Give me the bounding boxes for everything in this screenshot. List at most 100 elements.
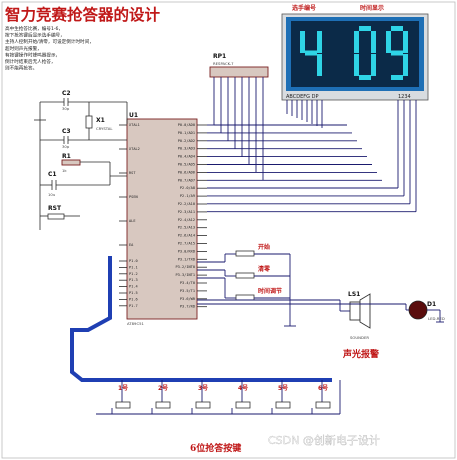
u1-pin-left: RST: [129, 171, 136, 175]
player-label: 6号: [318, 384, 328, 392]
bus-line: [70, 256, 332, 382]
seven-seg-display: ABCDEFG DP 1234: [281, 13, 429, 101]
u1-pin-right: P2.1/A9: [180, 194, 195, 198]
segment-f: [386, 31, 391, 53]
description-line: 超时则声光报警，: [5, 45, 42, 52]
c3-ref: C3: [62, 128, 71, 135]
u1-pin-left: EA: [129, 243, 134, 247]
oscillator-section: C2 30p C3 30p X1 CRYSTAL: [34, 90, 128, 160]
segment-c: [317, 54, 322, 76]
r1-ref: R1: [62, 153, 71, 160]
u1-pin-right: P3.5/T1: [180, 289, 195, 293]
segment-d: [391, 75, 403, 80]
u1-pins: XTAL1XTAL2RSTPSENALEEAP1.0P1.1P1.2P1.3P1…: [119, 123, 207, 309]
player-button: [115, 401, 131, 409]
p0-wires: [207, 77, 417, 213]
segment-e: [354, 54, 359, 76]
u1-mcu: U1 AT89C51 XTAL1XTAL2RSTPSENALEEAP1.0P1.…: [119, 112, 207, 326]
u1-pin-left: XTAL2: [129, 147, 140, 151]
u1-pin-right: P2.6/A14: [178, 234, 195, 238]
segment-b: [371, 31, 376, 53]
u1-pin-right: P0.6/AD6: [178, 170, 195, 174]
segment-f: [354, 31, 359, 53]
u1-pin-left: P1.4: [129, 285, 138, 289]
watermark: CSDN @创新电子设计: [268, 433, 380, 447]
u1-pin-left: PSEN: [129, 195, 138, 199]
c3-value: 30p: [62, 144, 70, 149]
u1-ref: U1: [129, 112, 138, 119]
ls1-body: [349, 301, 361, 321]
u1-pin-right: P3.7/RD: [180, 305, 195, 309]
crystal-body: [85, 115, 93, 129]
r1-value: 1k: [62, 168, 67, 173]
u1-pin-right: P0.1/AD1: [178, 131, 195, 135]
c1-ref: C1: [48, 171, 57, 178]
player-label: 4号: [238, 384, 248, 392]
u1-pin-right: P0.2/AD2: [178, 139, 195, 143]
x1-value: CRYSTAL: [96, 126, 113, 131]
u1-pin-right: P3.0/RXD: [178, 249, 195, 253]
display-label-player: 选手编号: [292, 4, 316, 12]
segment-g: [305, 50, 317, 56]
u1-pin-right: P2.4/A12: [178, 218, 195, 222]
rp1-respack: RP1 RESPACK-7: [209, 53, 269, 78]
d1-led: [408, 300, 428, 320]
u1-pin-left: XTAL1: [129, 123, 140, 127]
rp1-value: RESPACK-7: [213, 61, 234, 66]
d1-value: LED-RED: [428, 316, 445, 321]
u1-value: AT89C51: [127, 321, 145, 326]
segment-b: [403, 31, 408, 53]
rst-button: [47, 213, 65, 220]
u1-pin-right: P0.0/AD0: [178, 123, 195, 127]
display-digit: [354, 26, 376, 80]
u1-pin-right: P0.4/AD4: [178, 155, 195, 159]
display-digits: [300, 26, 408, 80]
description-line: 主持人控制开始/清零，可设定倒计时时间，: [5, 38, 94, 45]
host-button-label: 时间调节: [258, 287, 282, 295]
u1-pin-right: P3.1/TXD: [178, 257, 195, 261]
segment-a: [359, 26, 371, 31]
u1-pin-right: P2.3/A11: [178, 210, 195, 214]
ls1-cone: [359, 293, 371, 329]
d1-ref: D1: [427, 301, 436, 308]
c1-value: 10u: [48, 192, 56, 197]
display-digit: [386, 26, 408, 80]
segment-d: [359, 75, 371, 80]
segment-g: [391, 50, 403, 56]
player-label: 3号: [198, 384, 208, 392]
u1-pin-right: P2.7/A15: [178, 242, 195, 246]
title-text: 智力竞赛抢答器的设计: [5, 5, 161, 24]
player-button: [155, 401, 171, 409]
rp1-ref: RP1: [213, 53, 226, 60]
player-bus: [70, 256, 332, 382]
host-button-label: 清零: [258, 265, 271, 273]
u1-pin-left: P1.3: [129, 278, 138, 282]
u1-pin-right: P0.5/AD5: [178, 163, 195, 167]
u1-body: [126, 118, 198, 320]
description-line: 则不能再抢答。: [5, 65, 37, 72]
ls1-value: SOUNDER: [350, 335, 369, 340]
u1-pin-left: P1.7: [129, 304, 138, 308]
u1-pin-right: P3.6/WR: [180, 297, 196, 301]
alarm-section: LS1 SOUNDER D1 LED-RED 声光报警: [197, 291, 445, 360]
player-label: 2号: [158, 384, 168, 392]
display-digit: [300, 31, 322, 76]
host-button: [235, 294, 255, 301]
rst-ref: RST: [48, 205, 62, 212]
x1-ref: X1: [96, 117, 105, 124]
u1-pin-right: P2.2/A10: [178, 202, 195, 206]
u1-pin-left: P1.2: [129, 272, 138, 276]
ls1-ref: LS1: [348, 291, 360, 298]
player-button: [315, 401, 331, 409]
host-button: [235, 272, 255, 279]
description-line: 高中生抢答比赛，编号1-6，: [5, 25, 63, 32]
display-label-time: 时间显示: [360, 4, 384, 12]
alarm-label: 声光报警: [342, 348, 379, 360]
rp1-body: [209, 66, 269, 78]
u1-pin-left: P1.5: [129, 291, 138, 295]
player-caption: 6位抢答按键: [190, 442, 242, 454]
segment-a: [391, 26, 403, 31]
description-line: 按下抢答键后显示选手编号，: [5, 32, 65, 39]
